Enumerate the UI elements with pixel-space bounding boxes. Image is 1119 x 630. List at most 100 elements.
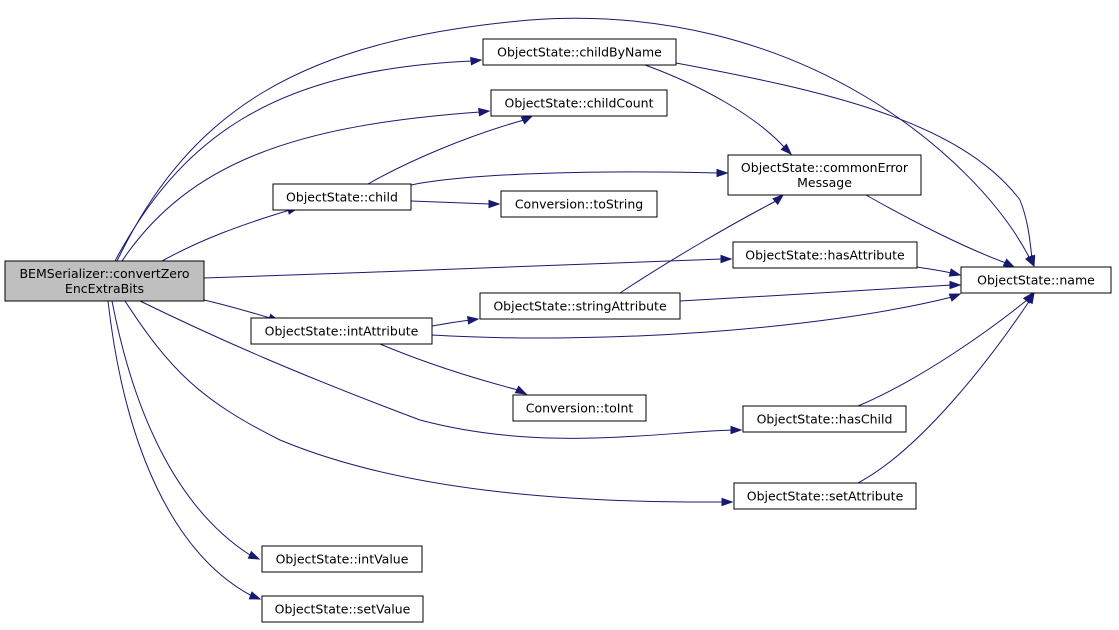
node-box (500, 190, 658, 218)
node-box (727, 154, 922, 196)
node-label: ObjectState::setValue (275, 602, 411, 617)
edge-line (865, 194, 1007, 264)
arrowhead (514, 385, 528, 395)
arrowhead (948, 268, 962, 277)
edge-line (857, 299, 1031, 484)
edge-line (203, 299, 271, 319)
arrowhead (488, 199, 501, 209)
node-name[interactable]: ObjectState::name (960, 266, 1112, 294)
edge-child-to-commonError (410, 168, 729, 186)
node-box (742, 405, 907, 433)
node-setAttribute[interactable]: ObjectState::setAttribute (733, 482, 917, 510)
arrowhead (520, 115, 534, 125)
node-label: ObjectState::hasAttribute (745, 248, 905, 263)
node-label: Message (797, 175, 852, 190)
edge-line (619, 200, 777, 294)
node-setValue[interactable]: ObjectState::setValue (261, 595, 424, 623)
node-child[interactable]: ObjectState::child (272, 183, 412, 211)
arrowhead (780, 143, 793, 156)
edge-convert-to-setAttribute (124, 300, 734, 507)
node-label: ObjectState::child (286, 190, 398, 205)
node-childCount[interactable]: ObjectState::childCount (490, 89, 668, 117)
node-label: EncExtraBits (65, 281, 144, 296)
node-box (479, 292, 681, 320)
node-toInt[interactable]: Conversion::toInt (512, 394, 647, 422)
node-childByName[interactable]: ObjectState::childByName (482, 38, 677, 66)
edge-line (116, 17, 1031, 262)
edges-layer (107, 17, 1036, 600)
edge-intAttribute-to-stringAttribute (431, 316, 480, 327)
edge-convert-to-hasAttribute (203, 254, 733, 279)
edge-stringAttribute-to-name (679, 280, 962, 302)
edge-line (124, 300, 724, 503)
node-label: Conversion::toInt (526, 401, 634, 416)
edge-line (410, 171, 719, 186)
node-box (733, 482, 917, 510)
edge-line (111, 300, 251, 556)
edge-childByName-to-name (675, 62, 1036, 268)
node-intValue[interactable]: ObjectState::intValue (261, 545, 423, 573)
node-box (272, 183, 412, 211)
node-label: ObjectState::childByName (497, 45, 662, 60)
node-box (261, 595, 424, 623)
edge-line (431, 319, 471, 327)
node-stringAttribute[interactable]: ObjectState::stringAttribute (479, 292, 681, 320)
arrowhead (1025, 291, 1035, 305)
edge-hasChild-to-name (857, 291, 1034, 407)
edge-convert-to-childCount (121, 107, 491, 262)
arrowhead (720, 254, 733, 264)
edge-intAttribute-to-toInt (379, 343, 528, 395)
edge-line (916, 266, 953, 274)
node-box (4, 260, 205, 302)
edge-line (107, 300, 253, 597)
edge-commonError-to-name (865, 194, 1016, 268)
edge-line (675, 62, 1033, 260)
arrowhead (716, 168, 729, 178)
edge-child-to-toString (410, 199, 501, 209)
node-label: ObjectState::name (977, 273, 1095, 288)
node-label: ObjectState::intValue (276, 552, 409, 567)
node-box (250, 317, 433, 345)
edge-line (161, 209, 291, 262)
edge-child-to-childCount (367, 115, 534, 185)
edge-line (367, 119, 525, 185)
edge-convert-to-setValue (107, 300, 262, 600)
edge-line (410, 200, 491, 205)
node-hasAttribute[interactable]: ObjectState::hasAttribute (732, 241, 918, 269)
edge-childByName-to-commonError (644, 64, 793, 156)
node-box (490, 89, 668, 117)
node-box (732, 241, 918, 269)
node-hasChild[interactable]: ObjectState::hasChild (742, 405, 907, 433)
node-box (960, 266, 1112, 294)
node-box (482, 38, 677, 66)
node-label: ObjectState::setAttribute (747, 489, 904, 504)
arrowhead (948, 293, 962, 302)
edge-stringAttribute-to-commonError (619, 194, 785, 294)
arrowhead (721, 497, 734, 507)
edge-line (644, 64, 786, 149)
node-intAttribute[interactable]: ObjectState::intAttribute (250, 317, 433, 345)
edge-hasAttribute-to-name (916, 266, 962, 277)
edge-line (203, 258, 723, 279)
arrowhead (248, 591, 262, 600)
arrowhead (772, 194, 785, 206)
edge-convert-to-hasChild (139, 300, 743, 439)
edge-line (679, 284, 953, 302)
node-label: BEMSerializer::convertZero (19, 266, 189, 281)
arrowhead (1026, 254, 1036, 268)
edge-line (857, 299, 1028, 407)
node-toString[interactable]: Conversion::toString (500, 190, 658, 218)
node-box (261, 545, 423, 573)
edge-line (114, 60, 473, 262)
node-label: ObjectState::intAttribute (265, 324, 419, 339)
edge-convert-to-child (161, 206, 300, 262)
arrowhead (730, 425, 743, 435)
edge-line (379, 343, 519, 391)
node-label: ObjectState::childCount (504, 96, 653, 111)
edge-line (139, 300, 733, 439)
edge-convert-to-intValue (111, 300, 261, 560)
